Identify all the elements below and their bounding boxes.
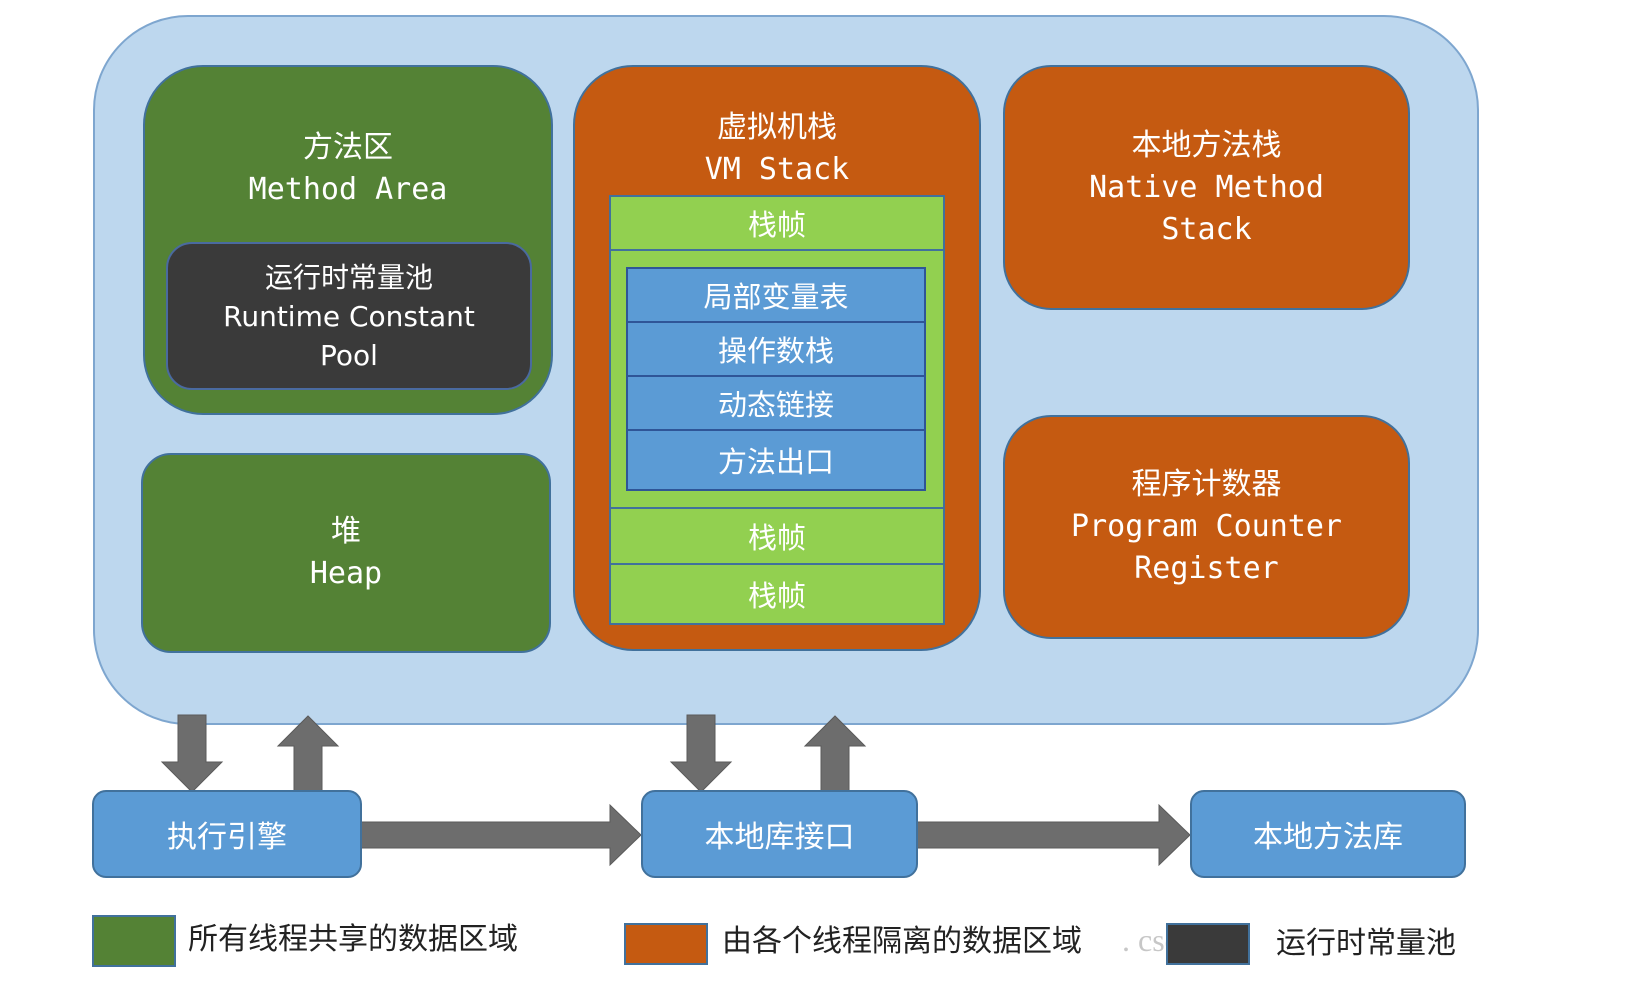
legend-label-shared: 所有线程共享的数据区域 — [188, 922, 518, 957]
arrow-up-interface — [803, 715, 867, 793]
pc-title-en-2: Register — [1134, 551, 1279, 586]
frame-item-label: 局部变量表 — [703, 280, 849, 314]
legend-swatch-isolated — [624, 923, 708, 965]
native-stack-title-en-2: Stack — [1161, 211, 1252, 247]
heap-title-zh: 堆 — [331, 514, 361, 549]
arrow-down-engine — [160, 714, 224, 793]
native-stack-title-zh: 本地方法栈 — [1131, 127, 1282, 163]
native-library-interface: 本地库接口 — [641, 790, 918, 878]
pool-title-en-1: Runtime Constant — [223, 299, 475, 333]
stack-frame-label: 栈帧 — [747, 521, 806, 555]
method-area-title-en: Method Area — [248, 172, 448, 207]
execution-engine: 执行引擎 — [92, 790, 362, 878]
legend-swatch-pool — [1166, 923, 1250, 965]
frame-item-label: 方法出口 — [717, 445, 834, 479]
stack-frame-label: 栈帧 — [747, 208, 806, 242]
pc-title-zh: 程序计数器 — [1131, 467, 1282, 502]
frame-item-label: 动态链接 — [717, 388, 834, 422]
stack-frame-3: 栈帧 — [609, 563, 945, 625]
native-stack-title-en-1: Native Method — [1089, 169, 1324, 205]
arrow-right-engine-interface — [359, 803, 642, 867]
vm-stack-title-en: VM Stack — [704, 152, 850, 187]
frame-item-dynamic-linking: 动态链接 — [626, 375, 926, 431]
legend-label-pool: 运行时常量池 — [1276, 926, 1456, 961]
heap: 堆 Heap — [141, 453, 551, 653]
pool-title-en-2: Pool — [320, 338, 378, 372]
program-counter-register: 程序计数器 Program Counter Register — [1003, 415, 1410, 639]
native-interface-label: 本地库接口 — [704, 820, 855, 855]
method-area-title-zh: 方法区 — [303, 130, 393, 165]
arrow-up-engine — [276, 715, 340, 793]
native-method-stack: 本地方法栈 Native Method Stack — [1003, 65, 1410, 310]
stack-frame-top: 栈帧 — [609, 195, 945, 251]
runtime-constant-pool: 运行时常量池 Runtime Constant Pool — [166, 242, 532, 390]
legend-label-isolated: 由各个线程隔离的数据区域 — [722, 924, 1082, 959]
execution-engine-label: 执行引擎 — [167, 820, 287, 855]
pc-title-en-1: Program Counter — [1071, 509, 1342, 544]
vm-stack-title-zh: 虚拟机栈 — [717, 110, 837, 145]
native-library-label: 本地方法库 — [1253, 820, 1403, 855]
stack-frame-label: 栈帧 — [747, 579, 806, 613]
pool-title-zh: 运行时常量池 — [264, 260, 433, 294]
frame-item-label: 操作数栈 — [717, 334, 834, 368]
arrow-down-interface — [669, 714, 733, 793]
frame-item-operand-stack: 操作数栈 — [626, 321, 926, 377]
arrow-right-interface-library — [915, 803, 1191, 867]
legend-swatch-shared — [92, 915, 176, 967]
heap-title-en: Heap — [309, 556, 383, 591]
native-method-library: 本地方法库 — [1190, 790, 1466, 878]
frame-item-return-address: 方法出口 — [626, 429, 926, 491]
